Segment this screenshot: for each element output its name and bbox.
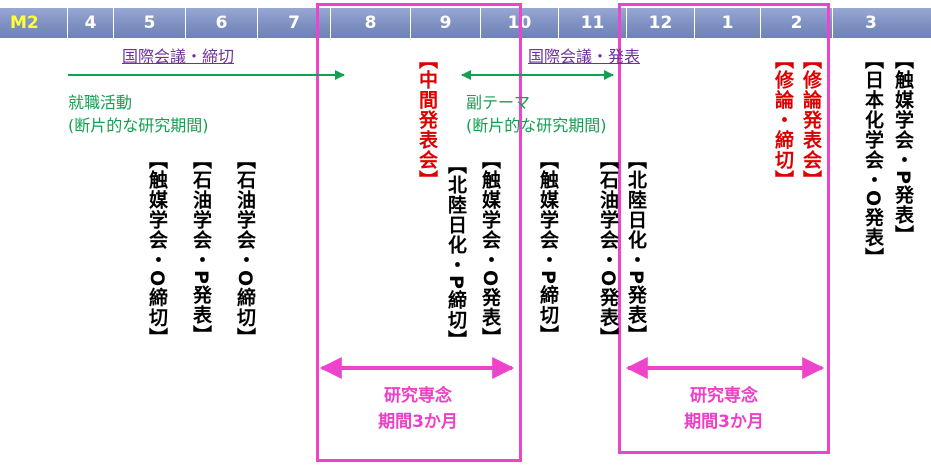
event-thesis-presentation: 【修論発表会】	[800, 50, 822, 190]
focus-period-title-2: 研究専念	[690, 386, 758, 406]
timeline-header	[0, 8, 931, 38]
focus-period-duration-1: 期間3か月	[378, 412, 458, 432]
conf-presentation-label: 国際会議・発表	[528, 47, 641, 66]
month-cell: 11	[559, 8, 627, 38]
event-thesis-deadline: 【修論・締切】	[772, 50, 794, 190]
focus-period-title-1: 研究専念	[384, 386, 452, 406]
event-petroleum-p-presentation: 【石油学会・P発表】	[190, 150, 212, 345]
sub-theme-note: (断片的な研究期間)	[466, 116, 607, 135]
sub-theme-label: 副テーマ	[466, 93, 531, 112]
event-catalysis-o-deadline: 【触媒学会・O締切】	[146, 150, 168, 348]
focus-period-box-2	[618, 3, 830, 454]
job-hunting-note: (断片的な研究期間)	[68, 116, 209, 135]
event-chem-society-o-presentation: 【日本化学会・O発表】	[862, 50, 884, 268]
timeline-label: M2	[0, 8, 68, 38]
event-petroleum-o-presentation: 【石油学会・O発表】	[597, 150, 619, 348]
event-catalysis-p-deadline: 【触媒学会・P締切】	[537, 150, 559, 345]
event-interim-presentation: 【中間発表会】	[416, 50, 438, 190]
month-cell: 6	[186, 8, 258, 38]
focus-period-duration-2: 期間3か月	[684, 412, 764, 432]
month-cell: 12	[627, 8, 695, 38]
month-cell: 5	[114, 8, 186, 38]
focus-period-box-1	[316, 3, 522, 462]
event-catalysis-o-presentation: 【触媒学会・O発表】	[479, 150, 501, 348]
event-catalysis-p-presentation: 【触媒学会・P発表】	[892, 50, 914, 245]
month-cell: 3	[865, 13, 877, 33]
month-cell: 1	[695, 8, 761, 38]
month-cell: 9	[411, 8, 481, 38]
month-cell: 4	[68, 8, 114, 38]
month-cell: 7	[258, 8, 331, 38]
month-cell: 2	[761, 8, 833, 38]
conf-deadline-label: 国際会議・締切	[122, 47, 235, 66]
month-cell: 8	[331, 8, 411, 38]
event-hokuriku-p-presentation: 【北陸日化・P発表】	[625, 150, 647, 345]
event-petroleum-o-deadline: 【石油学会・O締切】	[234, 150, 256, 348]
job-hunting-label: 就職活動	[68, 93, 133, 112]
event-hokuriku-p-deadline: 【北陸日化・P締切】	[445, 155, 467, 350]
